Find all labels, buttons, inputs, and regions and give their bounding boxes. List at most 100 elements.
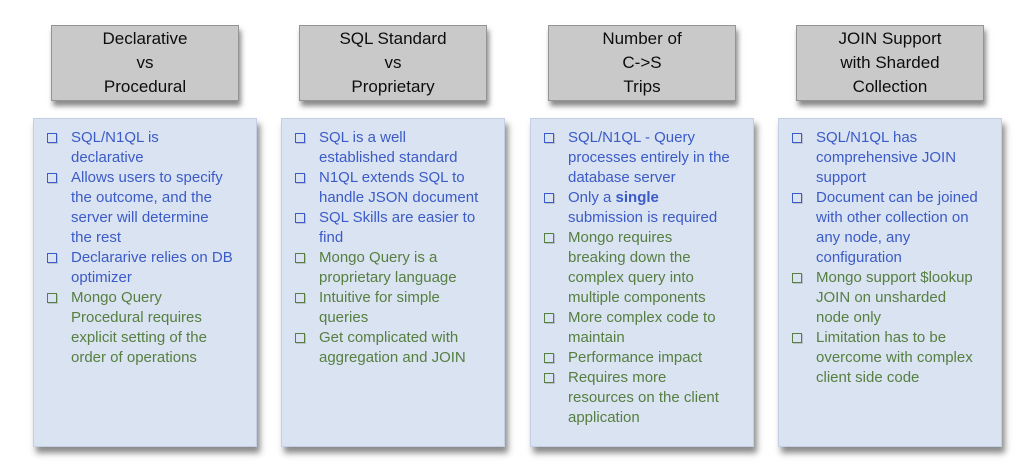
text-segment: Declararive relies on DB optimizer bbox=[71, 249, 233, 286]
bullet-square-icon bbox=[792, 333, 802, 343]
list-item: Mongo Query is a proprietary language bbox=[282, 248, 504, 288]
bullet-square-icon bbox=[792, 133, 802, 143]
column-panel: SQL/N1QL - Query processes entirely in t… bbox=[530, 118, 754, 447]
text-segment: Intuitive for simple queries bbox=[319, 289, 440, 326]
list-item: N1QL extends SQL to handle JSON document bbox=[282, 168, 504, 208]
list-item: Requires more resources on the client ap… bbox=[531, 368, 753, 428]
header-line: Number of bbox=[602, 29, 682, 48]
bullet-square-icon bbox=[295, 133, 305, 143]
list-item: SQL/N1QL - Query processes entirely in t… bbox=[531, 128, 753, 188]
bullet-square-icon bbox=[544, 313, 554, 323]
text-segment: Mongo Query Procedural requires explicit… bbox=[71, 289, 207, 366]
bullet-square-icon bbox=[544, 353, 554, 363]
list-item: Mongo support $lookup JOIN on unsharded … bbox=[779, 268, 1001, 328]
list-item-text: SQL/N1QL has comprehensive JOIN support bbox=[816, 128, 978, 188]
bullet-square-icon bbox=[295, 333, 305, 343]
bullet-list: SQL/N1QL - Query processes entirely in t… bbox=[531, 128, 753, 428]
list-item-text: Get complicated with aggregation and JOI… bbox=[319, 328, 481, 368]
bullet-square-icon bbox=[792, 273, 802, 283]
list-item-text: SQL Skills are easier to find bbox=[319, 208, 481, 248]
bullet-square-icon bbox=[792, 193, 802, 203]
bold-text-segment: single bbox=[615, 189, 659, 206]
text-segment: Mongo support $lookup JOIN on unsharded … bbox=[816, 269, 973, 326]
header-line: Proprietary bbox=[351, 77, 435, 96]
bullet-square-icon bbox=[295, 293, 305, 303]
bullet-square-icon bbox=[47, 293, 57, 303]
text-segment: Document can be joined with other collec… bbox=[816, 189, 978, 266]
text-segment: Get complicated with aggregation and JOI… bbox=[319, 329, 466, 366]
header-line: Procedural bbox=[103, 77, 187, 96]
text-segment: submission is required bbox=[568, 209, 718, 226]
list-item: Mongo requires breaking down the complex… bbox=[531, 228, 753, 308]
list-item-text: Mongo support $lookup JOIN on unsharded … bbox=[816, 268, 978, 328]
list-item: Intuitive for simple queries bbox=[282, 288, 504, 328]
list-item: SQL/N1QL has comprehensive JOIN support bbox=[779, 128, 1001, 188]
text-segment: N1QL extends SQL to handle JSON document bbox=[319, 169, 479, 206]
list-item: Only a single submission is required bbox=[531, 188, 753, 228]
bullet-square-icon bbox=[544, 373, 554, 383]
bullet-square-icon bbox=[295, 213, 305, 223]
list-item: Mongo Query Procedural requires explicit… bbox=[34, 288, 256, 368]
list-item-text: N1QL extends SQL to handle JSON document bbox=[319, 168, 481, 208]
bullet-square-icon bbox=[47, 173, 57, 183]
bullet-square-icon bbox=[47, 133, 57, 143]
header-line: Declarative bbox=[102, 29, 188, 48]
list-item: Get complicated with aggregation and JOI… bbox=[282, 328, 504, 368]
list-item: More complex code to maintain bbox=[531, 308, 753, 348]
list-item-text: SQL/N1QL - Query processes entirely in t… bbox=[568, 128, 730, 188]
list-item: Limitation has to be overcome with compl… bbox=[779, 328, 1001, 388]
text-segment: SQL/N1QL is declarative bbox=[71, 129, 159, 166]
list-item-text: Intuitive for simple queries bbox=[319, 288, 481, 328]
header-line: SQL Standard bbox=[339, 29, 447, 48]
text-segment: SQL/N1QL - Query processes entirely in t… bbox=[568, 129, 730, 186]
list-item: Document can be joined with other collec… bbox=[779, 188, 1001, 268]
list-item-text: More complex code to maintain bbox=[568, 308, 730, 348]
list-item-text: Mongo Query Procedural requires explicit… bbox=[71, 288, 233, 368]
list-item: SQL is a well established standard bbox=[282, 128, 504, 168]
text-segment: Limitation has to be overcome with compl… bbox=[816, 329, 973, 386]
list-item: Performance impact bbox=[531, 348, 753, 368]
bullet-square-icon bbox=[544, 133, 554, 143]
bullet-square-icon bbox=[295, 253, 305, 263]
text-segment: SQL/N1QL has comprehensive JOIN support bbox=[816, 129, 957, 186]
text-segment: Requires more resources on the client ap… bbox=[568, 369, 719, 426]
header-line: C->S bbox=[622, 53, 662, 72]
text-segment: More complex code to maintain bbox=[568, 309, 716, 346]
bullet-square-icon bbox=[295, 173, 305, 183]
list-item-text: Only a single submission is required bbox=[568, 188, 730, 228]
text-segment: Only a bbox=[568, 189, 616, 206]
text-segment: Mongo Query is a proprietary language bbox=[319, 249, 457, 286]
text-segment: SQL Skills are easier to find bbox=[319, 209, 476, 246]
list-item: SQL Skills are easier to find bbox=[282, 208, 504, 248]
list-item-text: Performance impact bbox=[568, 348, 730, 368]
list-item: Declararive relies on DB optimizer bbox=[34, 248, 256, 288]
bullet-square-icon bbox=[544, 193, 554, 203]
header-line: vs bbox=[384, 53, 402, 72]
header-line: JOIN Support bbox=[838, 29, 942, 48]
list-item-text: SQL/N1QL is declarative bbox=[71, 128, 233, 168]
text-segment: Performance impact bbox=[568, 349, 703, 366]
list-item: Allows users to specify the outcome, and… bbox=[34, 168, 256, 248]
header-line: Collection bbox=[852, 77, 928, 96]
list-item-text: Requires more resources on the client ap… bbox=[568, 368, 730, 428]
list-item: SQL/N1QL is declarative bbox=[34, 128, 256, 168]
list-item-text: SQL is a well established standard bbox=[319, 128, 481, 168]
bullet-square-icon bbox=[544, 233, 554, 243]
text-segment: Allows users to specify the outcome, and… bbox=[71, 169, 223, 246]
list-item-text: Document can be joined with other collec… bbox=[816, 188, 978, 268]
text-segment: Mongo requires breaking down the complex… bbox=[568, 229, 706, 306]
bullet-square-icon bbox=[47, 253, 57, 263]
